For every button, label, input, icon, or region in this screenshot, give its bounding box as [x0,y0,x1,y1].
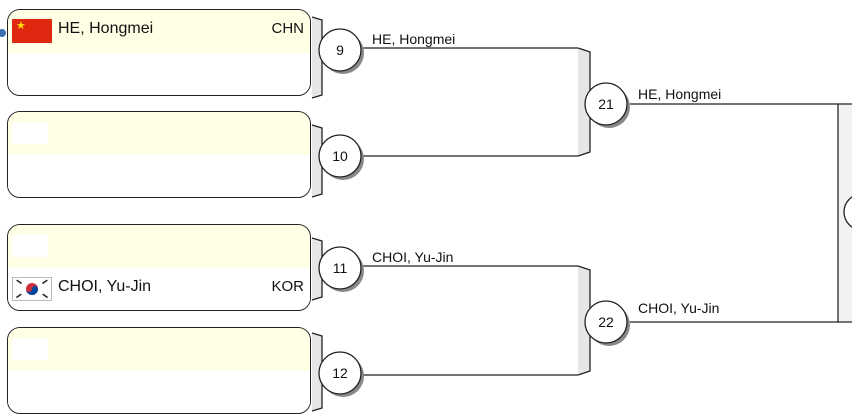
flag-placeholder [12,122,48,144]
match-22-circle [584,300,630,346]
match-10-circle [318,134,364,180]
match-number: 10 [332,148,348,164]
match-10-player-2[interactable] [8,155,310,197]
match-21-winner-label: HE, Hongmei [638,86,722,102]
flag-china-icon: ★ [12,19,52,43]
match-12-player-1[interactable] [8,328,310,372]
match-12-player-2[interactable] [8,371,310,413]
flag-placeholder [12,338,48,360]
match-12-box [7,327,311,414]
match-11-winner-label: CHOI, Yu-Jin [372,249,454,265]
match-9-circle [318,28,364,74]
player-name: CHOI, Yu-Jin [58,278,152,295]
match-number: 9 [336,42,344,58]
match-10-player-1[interactable] [8,112,310,156]
final-match-circle [843,196,852,228]
match-11-box: CHOI, Yu-Jin KOR [7,224,311,311]
match-9-player-2[interactable] [8,53,310,95]
match-9-winner-label: HE, Hongmei [372,31,456,47]
player-country: CHN [271,20,305,37]
match-22-winner-label: CHOI, Yu-Jin [638,300,720,316]
match-number: 22 [598,314,614,330]
match-21-circle [584,82,630,128]
player-country: KOR [271,278,304,295]
match-12-circle [318,351,364,397]
player-name: HE, Hongmei [58,20,154,37]
match-11-player-1[interactable] [8,225,310,269]
match-11-player-2[interactable]: CHOI, Yu-Jin KOR [8,268,310,310]
match-11-circle [318,246,364,292]
edge-marker-icon [0,29,6,37]
flag-south-korea-icon [12,277,52,301]
flag-placeholder [12,235,48,257]
match-number: 11 [332,260,348,276]
match-number: 21 [598,96,614,112]
match-10-box [7,111,311,198]
match-9-player-1[interactable]: ★ HE, Hongmei CHN [8,10,310,54]
match-9-box: ★ HE, Hongmei CHN [7,9,311,96]
match-number: 12 [332,365,348,381]
